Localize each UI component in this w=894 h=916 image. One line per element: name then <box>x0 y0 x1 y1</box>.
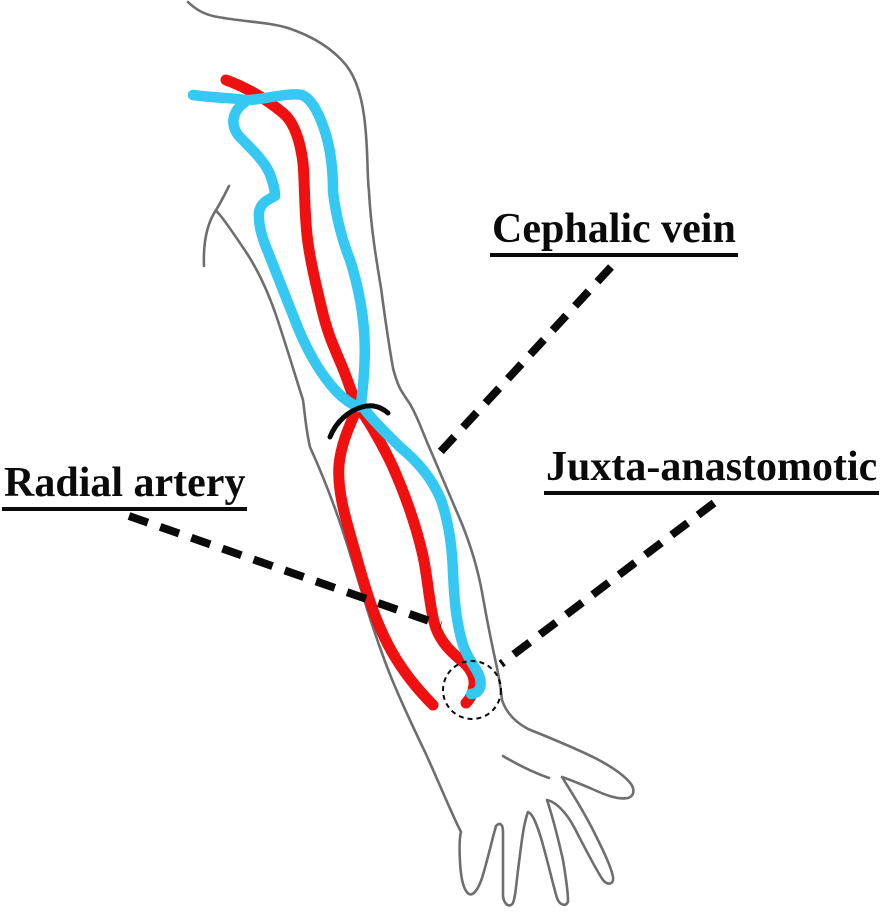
juxta-anastomotic-label: Juxta-anastomotic <box>544 446 880 495</box>
radial-artery-anastomosis-branch <box>352 400 480 709</box>
juxta-anastomotic-leader-line <box>498 499 717 668</box>
radial-artery-distal-branch <box>333 400 439 711</box>
crossing-mark <box>327 403 391 440</box>
cephalic-vein-path <box>187 89 486 700</box>
cephalic-vein-leader-line <box>429 264 614 464</box>
arm-outline-path <box>186 0 635 907</box>
cephalic-vein-medial-branch <box>228 96 364 413</box>
radial-artery-label: Radial artery <box>2 462 248 511</box>
anastomosis-site-circle <box>442 660 502 720</box>
radial-artery-path <box>220 74 364 412</box>
cephalic-vein-label: Cephalic vein <box>490 208 738 257</box>
radial-artery-leader-line <box>127 512 443 629</box>
